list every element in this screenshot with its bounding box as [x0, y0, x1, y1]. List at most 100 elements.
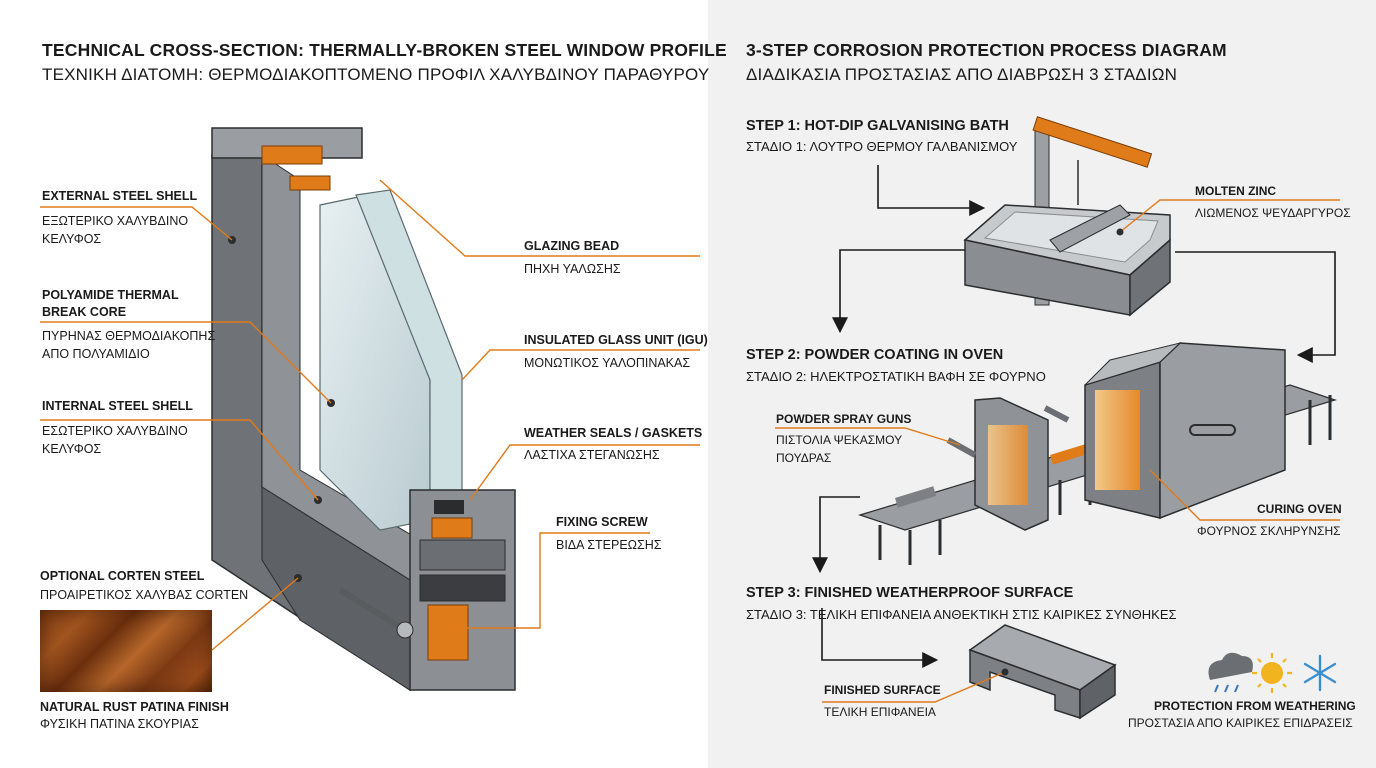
label-glazing-bead: GLAZING BEAD	[524, 239, 620, 253]
flake-arm	[1303, 662, 1337, 684]
label-external-shell-gr1: ΕΞΩΤΕΡΙΚΟ ΧΑΛΥΒΔΙΝΟ	[42, 214, 189, 228]
right-title-greek: ΔΙΑΔΙΚΑΣΙΑ ΠΡΟΣΤΑΣΙΑΣ ΑΠΟ ΔΙΑΒΡΩΣΗ 3 ΣΤΑ…	[746, 65, 1178, 84]
window-profile	[211, 127, 516, 692]
label-protection-gr: ΠΡΟΣΤΑΣΙΑ ΑΠΟ ΚΑΙΡΙΚΕΣ ΕΠΙΔΡΑΣΕΙΣ	[1128, 716, 1353, 730]
step2-title-gr: ΣΤΑΔΙΟ 2: ΗΛΕΚΤΡΟΣΤΑΤΙΚΗ ΒΑΦΗ ΣΕ ΦΟΥΡΝΟ	[746, 369, 1046, 384]
sun-core	[1261, 662, 1283, 684]
label-internal-shell: INTERNAL STEEL SHELL	[42, 399, 193, 413]
top-polyamide-core	[261, 145, 323, 165]
leader-corten	[211, 577, 299, 651]
step2-title: STEP 2: POWDER COATING IN OVEN	[746, 347, 1004, 363]
label-polyamide-2: BREAK CORE	[42, 305, 127, 319]
label-polyamide-gr1: ΠΥΡΗΝΑΣ ΘΕΡΜΟΔΙΑΚΟΠΗΣ	[42, 329, 216, 343]
arrow-to-step3	[812, 496, 860, 574]
label-corten-gr: ΠΡΟΑΙΡΕΤΙΚΟΣ ΧΑΛΥΒΑΣ CORTEN	[40, 588, 249, 602]
left-title-greek: ΤΕΧΝΙΚΗ ΔΙΑΤΟΜΗ: ΘΕΡΜΟΔΙΑΚΟΠΤΟΜΕΝΟ ΠΡΟΦΙ…	[42, 65, 710, 84]
spray-gun-right	[1043, 405, 1070, 423]
label-curing-oven: CURING OVEN	[1257, 502, 1342, 516]
label-protection: PROTECTION FROM WEATHERING	[1154, 699, 1356, 713]
ray	[1282, 658, 1287, 663]
rain-drop	[1214, 684, 1219, 693]
ray	[1282, 683, 1287, 688]
process-arrows	[812, 165, 1336, 668]
glazing-bead-core	[431, 517, 473, 539]
label-polyamide-gr2: ΑΠΟ ΠΟΛΥΑΜΙΔΙΟ	[42, 347, 150, 361]
label-molten-zinc-gr: ΛΙΩΜΕΝΟΣ ΨΕΥΔΑΡΓΥΡΟΣ	[1195, 206, 1351, 220]
profile-side	[1079, 663, 1116, 720]
rain-drop	[1224, 684, 1229, 693]
leader-glazing-bead	[379, 179, 700, 257]
sun-rays	[1252, 653, 1292, 693]
leader-seals	[469, 444, 700, 501]
leader-internal	[40, 419, 319, 501]
ray	[1257, 658, 1262, 663]
leader-polyamide	[40, 321, 332, 404]
arrow-bath-to-oven	[1175, 251, 1336, 363]
top-polyamide-core-2	[289, 175, 331, 191]
finished-profile	[968, 624, 1117, 720]
dipped-profile	[1049, 204, 1131, 253]
glass-pane-inner	[319, 194, 431, 531]
leader-spray-guns	[775, 427, 961, 446]
left-title: TECHNICAL CROSS-SECTION: THERMALLY-BROKE…	[42, 40, 727, 60]
leader-finished	[822, 671, 1006, 703]
right-leader-lines	[775, 199, 1340, 703]
booth-opening	[988, 425, 1028, 505]
oven-glow	[1095, 390, 1140, 490]
screw-head	[396, 621, 414, 639]
label-spray-guns: POWDER SPRAY GUNS	[776, 412, 912, 426]
step1-title-gr: ΣΤΑΔΙΟ 1: ΛΟΥΤΡΟ ΘΕΡΜΟΥ ΓΑΛΒΑΝΙΣΜΟΥ	[746, 139, 1018, 154]
ray	[1257, 683, 1262, 688]
marker-dot-finished	[1001, 668, 1009, 676]
bottom-rail-face	[261, 486, 411, 691]
oven-top	[1084, 342, 1182, 386]
label-patina: NATURAL RUST PATINA FINISH	[40, 700, 229, 714]
label-finished-gr: ΤΕΛΙΚΗ ΕΠΙΦΑΝΕΙΑ	[824, 705, 936, 719]
crane-beam	[1032, 116, 1153, 168]
label-igu: INSULATED GLASS UNIT (IGU)	[524, 333, 708, 347]
label-igu-gr: ΜΟΝΩΤΙΚΟΣ ΥΑΛΟΠΙΝΑΚΑΣ	[524, 356, 691, 370]
step3-title: STEP 3: FINISHED WEATHERPROOF SURFACE	[746, 585, 1074, 601]
label-glazing-bead-gr: ΠΗΧΗ ΥΑΛΩΣΗΣ	[524, 262, 621, 276]
oven-handle	[1189, 424, 1236, 436]
arrow-into-bath	[877, 165, 986, 216]
oven-body	[1159, 342, 1286, 520]
polyamide-core-mid	[419, 574, 506, 602]
sun-icon	[1252, 653, 1292, 693]
rain-cloud-icon	[1208, 652, 1253, 693]
leader-curing-oven	[1149, 469, 1340, 521]
leader-igu	[461, 349, 700, 381]
label-polyamide-1: POLYAMIDE THERMAL	[42, 288, 179, 302]
snowflake-icon	[1303, 654, 1337, 692]
label-finished: FINISHED SURFACE	[824, 683, 941, 697]
marker-dot-zinc	[1116, 228, 1124, 236]
label-spray-guns-gr2: ΠΟΥΔΡΑΣ	[776, 451, 832, 465]
leader-external	[40, 206, 233, 241]
coating-line	[858, 342, 1337, 565]
bottom-chamber-1	[419, 539, 506, 571]
rain-drop	[1234, 684, 1239, 693]
part-coated	[1050, 443, 1092, 465]
polyamide-core-bottom	[427, 604, 469, 661]
arrow-to-finished	[821, 608, 939, 668]
right-title: 3-STEP CORROSION PROTECTION PROCESS DIAG…	[746, 40, 1227, 60]
label-internal-shell-gr2: ΚΕΛΥΦΟΣ	[42, 442, 102, 456]
label-seals: WEATHER SEALS / GASKETS	[524, 426, 703, 440]
step3-title-gr: ΣΤΑΔΙΟ 3: ΤΕΛΙΚΗ ΕΠΙΦΑΝΕΙΑ ΑΝΘΕΚΤΙΚΗ ΣΤΙ…	[746, 607, 1177, 622]
label-internal-shell-gr1: ΕΣΩΤΕΡΙΚΟ ΧΑΛΥΒΔΙΝΟ	[42, 424, 188, 438]
label-external-shell: EXTERNAL STEEL SHELL	[42, 189, 198, 203]
label-screw: FIXING SCREW	[556, 515, 648, 529]
label-curing-oven-gr: ΦΟΥΡΝΟΣ ΣΚΛΗΡΥΝΣΗΣ	[1197, 524, 1341, 538]
gasket	[434, 500, 464, 514]
part	[895, 486, 937, 508]
label-molten-zinc: MOLTEN ZINC	[1195, 184, 1277, 198]
bath-side	[1129, 238, 1171, 317]
label-screw-gr: ΒΙΔΑ ΣΤΕΡΕΩΣΗΣ	[556, 538, 662, 552]
step1-title: STEP 1: HOT-DIP GALVANISING BATH	[746, 118, 1009, 134]
label-seals-gr: ΛΑΣΤΙΧΑ ΣΤΕΓΑΝΩΣΗΣ	[524, 448, 660, 462]
label-external-shell-gr2: ΚΕΛΥΦΟΣ	[42, 232, 102, 246]
fixing-screw	[338, 587, 407, 633]
left-leader-lines	[40, 179, 700, 651]
